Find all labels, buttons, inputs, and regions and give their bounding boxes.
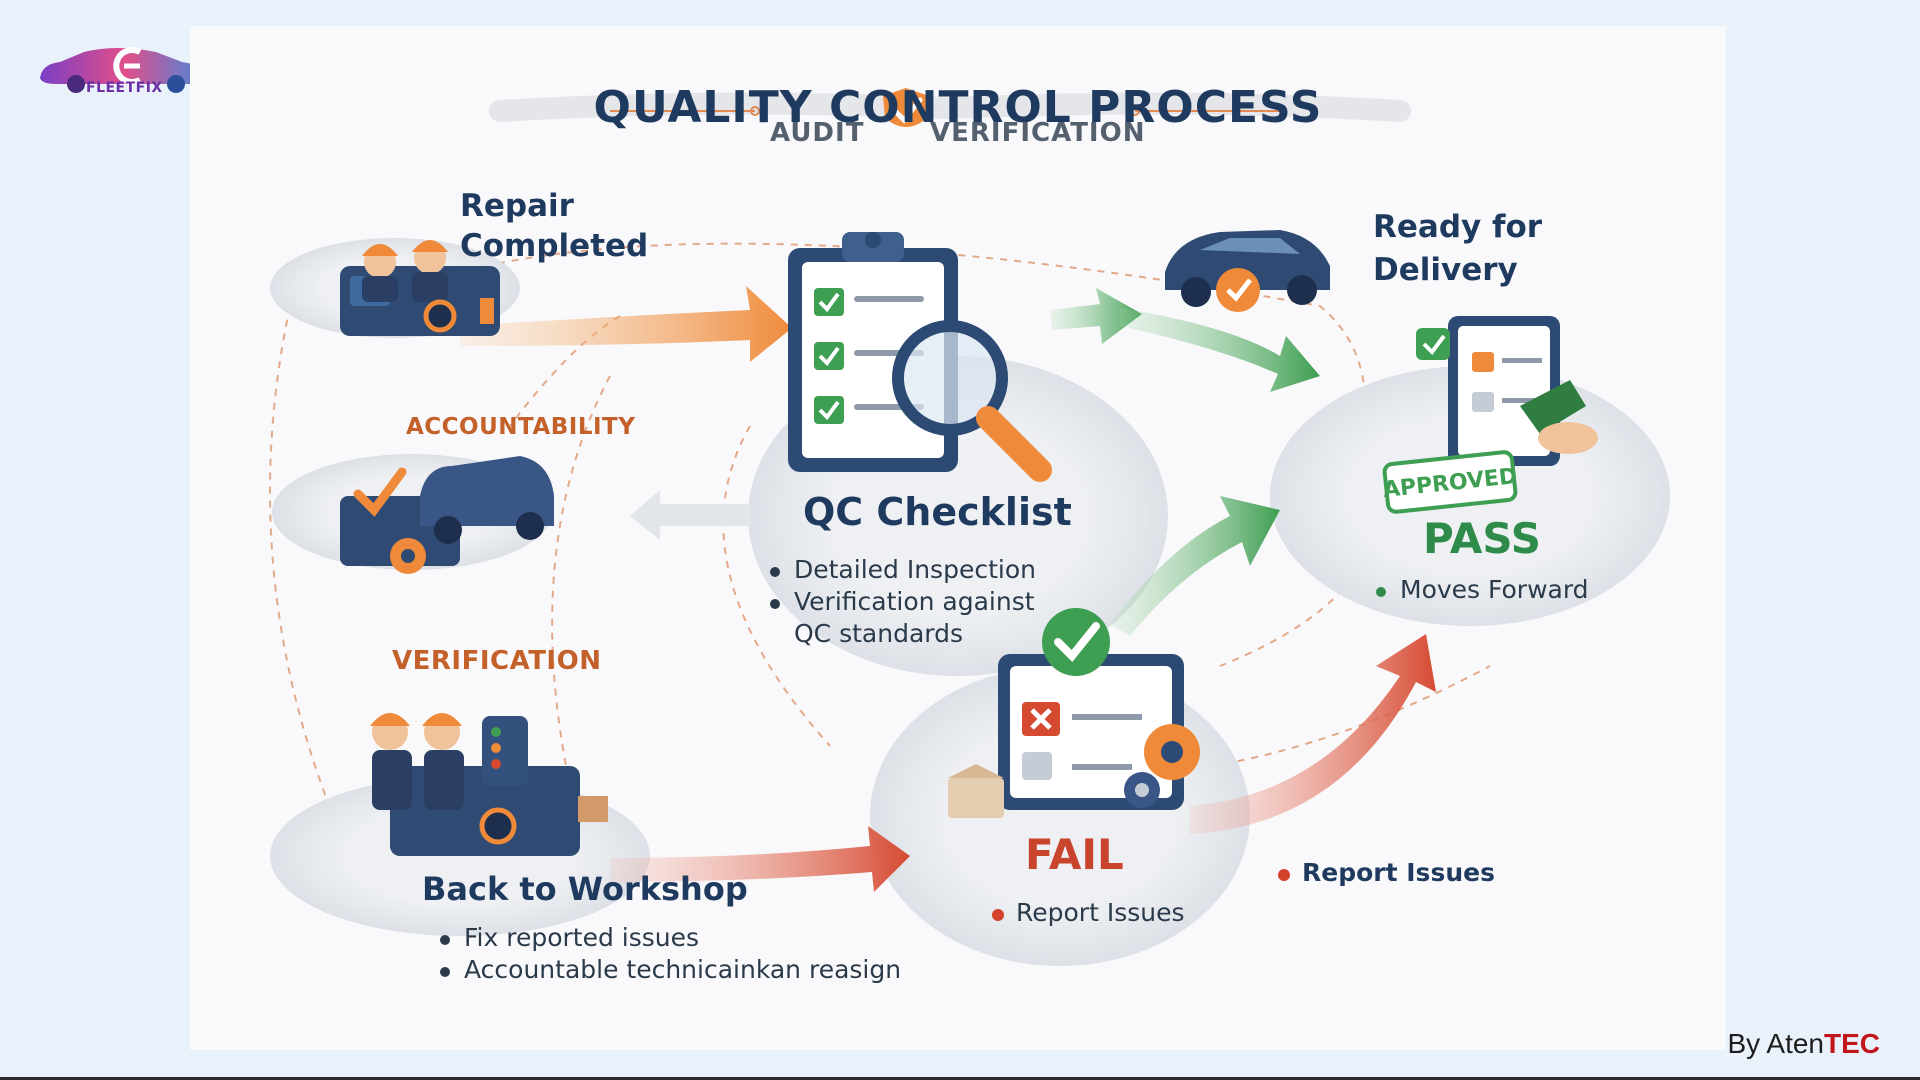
step-repair-completed: Repair Completed [460,188,649,264]
accountability-icon [340,456,554,574]
pass-clipboard-icon [1416,316,1560,466]
subtitle-verification: VERIFICATION [930,118,1146,148]
diagram-artwork: APPROVED [269,88,1670,966]
workshop-workers-icon [370,713,608,856]
arrow-delivery-to-pass [1120,308,1320,392]
back-to-workshop-title: Back to Workshop [422,870,748,908]
magnifier-icon [892,320,1052,482]
pass-title: PASS [1423,514,1542,563]
workshop-bullet: Accountable technicainkan reasign [438,954,901,986]
qc-bullet: Verification against QC standards [768,586,1064,650]
fleetfix-logo [40,47,210,93]
subtitle-audit: AUDIT [770,118,865,148]
arrow-fail-up-to-pass [1190,634,1436,834]
step-ready-for-delivery: Ready for Delivery [1373,209,1543,288]
bottom-rule [0,1077,1920,1080]
fail-report-issues: Report Issues [990,898,1185,927]
delivery-car-icon [1165,230,1330,312]
fail-clipboard-icon [998,608,1184,810]
logo-text: FLEETFIX [86,80,163,96]
credit-suffix: TEC [1824,1028,1880,1059]
audit-check-icon [883,88,929,127]
qc-bullets: Detailed Inspection Verification against… [768,554,1068,650]
side-report-issues: Report Issues [1276,858,1495,887]
subtitle-rule [489,92,1411,122]
workshop-bullets: Fix reported issues Accountable technica… [438,922,901,986]
arrow-qc-to-delivery [1050,288,1142,344]
workshop-bullet: Fix reported issues [438,922,901,954]
arrow-workshop-to-fail [610,826,910,892]
arrow-repair-to-qc [460,286,792,362]
qc-process-diagram: APPROVED QUALITY CONTROL PROCESS AUDIT V… [190,26,1726,1050]
author-credit: By AtenTEC [1727,1028,1880,1060]
gear-icon [1124,724,1200,808]
approved-stamp-icon: APPROVED [1382,380,1598,514]
parts-box-icon [948,764,1004,818]
qc-checklist-title: QC Checklist [803,490,1072,534]
label-accountability: ACCOUNTABILITY [406,414,636,440]
repair-workers-icon [340,240,500,336]
fail-title: FAIL [1025,830,1124,879]
arrow-qc-back [630,490,750,540]
pass-bullets: Moves Forward [1374,574,1589,606]
arrow-fail-to-pass [1110,496,1280,636]
label-verification: VERIFICATION [392,646,602,676]
credit-prefix: By Aten [1727,1028,1824,1059]
page-title: QUALITY CONTROL PROCESS [593,82,1323,133]
pass-bullet: Moves Forward [1374,574,1589,606]
qc-bullet: Detailed Inspection [768,554,1068,586]
